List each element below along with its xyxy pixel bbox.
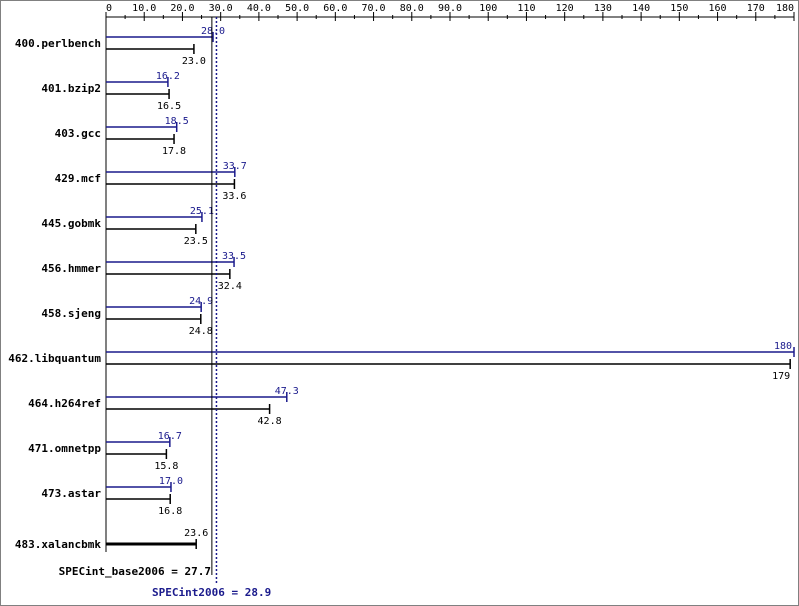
summary-base-label: SPECint_base2006 = 27.7 (59, 565, 211, 578)
x-tick-label: 180 (776, 3, 794, 14)
x-tick-label: 130 (594, 3, 612, 14)
benchmark-label: 400.perlbench (15, 37, 101, 50)
peak-value-label: 33.5 (222, 251, 246, 262)
x-tick-label: 150 (670, 3, 688, 14)
benchmark-label: 473.astar (41, 487, 101, 500)
x-tick-label: 0 (106, 3, 112, 14)
summary-peak-label: SPECint2006 = 28.9 (152, 586, 271, 599)
x-tick-label: 50.0 (285, 3, 309, 14)
peak-value-label: 25.1 (190, 206, 214, 217)
base-value-label: 23.6 (184, 528, 208, 539)
base-value-label: 33.6 (222, 191, 246, 202)
benchmark-label: 462.libquantum (8, 352, 101, 365)
base-value-label: 179 (772, 371, 790, 382)
x-tick-label: 60.0 (323, 3, 347, 14)
benchmark-label: 458.sjeng (41, 307, 101, 320)
base-value-label: 23.5 (184, 236, 208, 247)
peak-value-label: 28.0 (201, 26, 225, 37)
x-tick-label: 20.0 (170, 3, 194, 14)
base-value-label: 23.0 (182, 56, 206, 67)
benchmark-label: 429.mcf (55, 172, 101, 185)
benchmark-label: 483.xalancbmk (15, 538, 101, 551)
base-value-label: 16.5 (157, 101, 181, 112)
base-value-label: 16.8 (158, 506, 182, 517)
benchmark-label: 401.bzip2 (41, 82, 101, 95)
x-tick-label: 90.0 (438, 3, 462, 14)
x-tick-label: 100 (479, 3, 497, 14)
base-value-label: 17.8 (162, 146, 186, 157)
peak-value-label: 16.2 (156, 71, 180, 82)
x-tick-label: 120 (556, 3, 574, 14)
benchmark-label: 445.gobmk (41, 217, 101, 230)
peak-value-label: 17.0 (159, 476, 183, 487)
base-value-label: 32.4 (218, 281, 242, 292)
benchmark-label: 456.hmmer (41, 262, 101, 275)
x-tick-label: 110 (517, 3, 535, 14)
benchmark-label: 464.h264ref (28, 397, 101, 410)
x-tick-label: 30.0 (209, 3, 233, 14)
peak-value-label: 18.5 (165, 116, 189, 127)
base-value-label: 42.8 (258, 416, 282, 427)
peak-value-label: 24.9 (189, 296, 213, 307)
x-tick-label: 40.0 (247, 3, 271, 14)
x-tick-label: 10.0 (132, 3, 156, 14)
peak-value-label: 16.7 (158, 431, 182, 442)
x-tick-label: 70.0 (362, 3, 386, 14)
base-value-label: 15.8 (154, 461, 178, 472)
x-tick-label: 140 (632, 3, 650, 14)
benchmark-label: 403.gcc (55, 127, 101, 140)
base-value-label: 24.8 (189, 326, 213, 337)
x-tick-label: 170 (747, 3, 765, 14)
peak-value-label: 47.3 (275, 386, 299, 397)
peak-value-label: 180 (774, 341, 792, 352)
peak-value-label: 33.7 (223, 161, 247, 172)
x-tick-label: 160 (709, 3, 727, 14)
benchmark-label: 471.omnetpp (28, 442, 101, 455)
x-tick-label: 80.0 (400, 3, 424, 14)
